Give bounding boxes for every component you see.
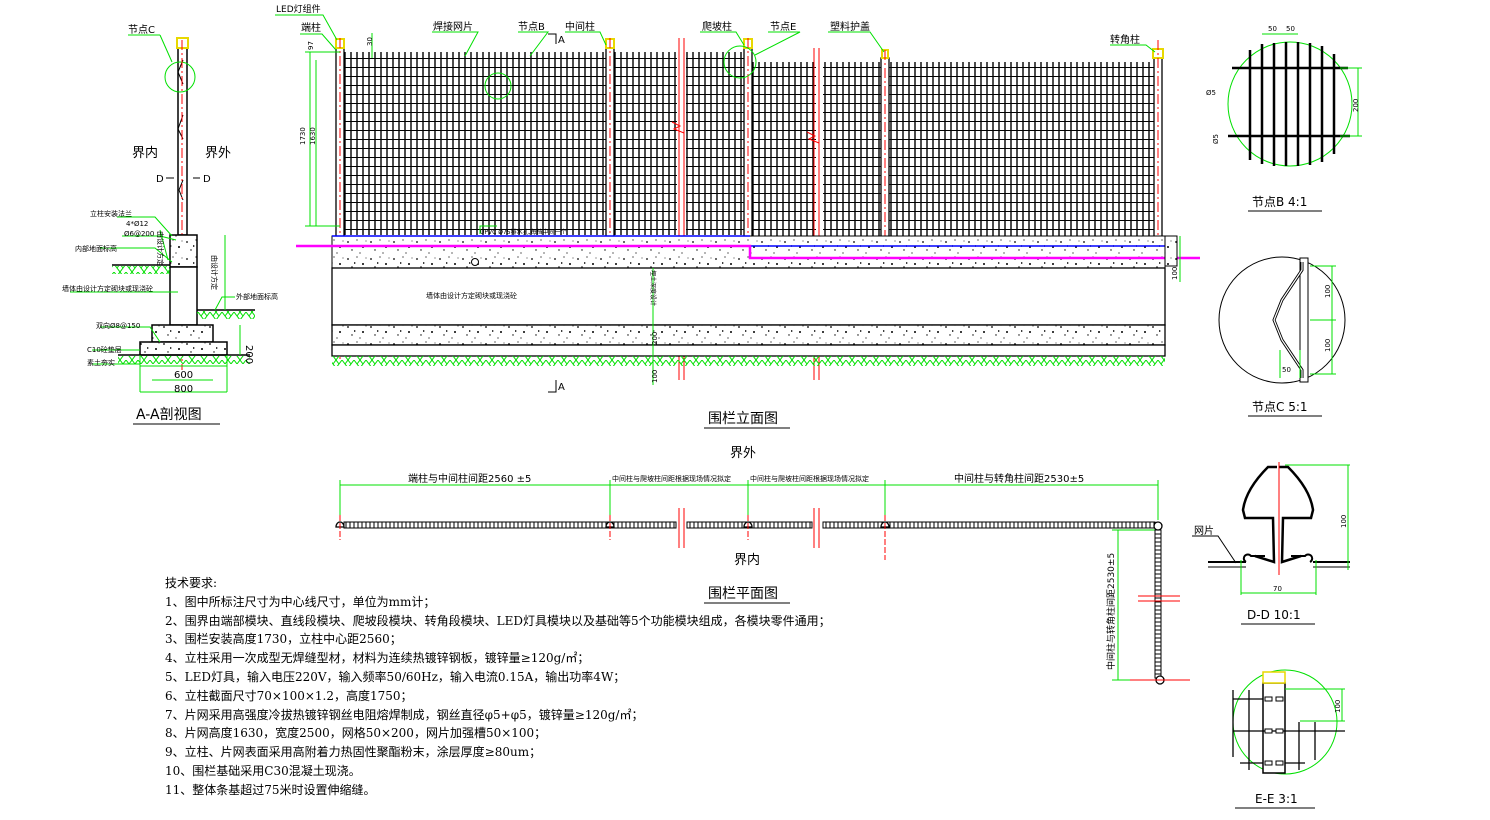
b-dim-d5a: Ø5 bbox=[1206, 89, 1216, 97]
detail-c-title: 节点C 5:1 bbox=[1252, 400, 1308, 414]
note-item: 8、片网高度1630，宽度2500，网格50×200，网片加强槽50×100； bbox=[165, 726, 547, 741]
dim-97: 97 bbox=[307, 41, 315, 50]
detail-ee-title: E-E 3:1 bbox=[1255, 792, 1298, 806]
detail-dd-title: D-D 10:1 bbox=[1247, 608, 1301, 622]
detail-b-title: 节点B 4:1 bbox=[1252, 195, 1307, 209]
plan-dim-middle-corner: 中间柱与转角柱间距2530±5 bbox=[954, 472, 1084, 485]
cut-mark-right: D bbox=[203, 174, 211, 185]
dd-dim-70: 70 bbox=[1273, 585, 1282, 593]
wall-label-elev: 墙体由设计方定砌块或现浇砼 bbox=[426, 291, 517, 300]
dim-100-right: 100 bbox=[1171, 267, 1179, 280]
note-item: 5、LED灯具，输入电压220V，输入频率50/60Hz，输入电流0.15A，输… bbox=[165, 669, 626, 684]
c10-cushion-label: C10砼垫层 bbox=[87, 345, 122, 354]
note-item: 4、立柱采用一次成型无焊缝型材，材料为连续热镀锌钢板，镀锌量≥120g/㎡； bbox=[165, 651, 590, 666]
dim-600: 600 bbox=[174, 370, 193, 381]
bidirectional-rebar-label: 双向Ø8@150 bbox=[96, 321, 140, 330]
outside-label: 界外 bbox=[205, 146, 231, 161]
plan-title: 围栏平面图 bbox=[708, 586, 778, 602]
compacted-soil-label: 素土夯实 bbox=[87, 358, 115, 367]
drain-hole-icon bbox=[471, 258, 479, 266]
dim-1630: 1630 bbox=[309, 127, 317, 145]
node-c-label: 节点C bbox=[128, 24, 155, 36]
technical-requirements: 技术要求: 1、图中所标注尺寸为中心线尺寸，单位为mm计； 2、围界由端部模块、… bbox=[165, 574, 831, 800]
note-item: 7、片网采用高强度冷拔热镀锌钢丝电阻熔焊制成，钢丝直径φ5+φ5，镀锌量≥120… bbox=[165, 707, 644, 722]
corner-post-label: 转角柱 bbox=[1110, 33, 1140, 46]
b-dim-200: 200 bbox=[1352, 99, 1360, 112]
note-item: 3、围栏安装高度1730，立柱中心距2560； bbox=[165, 632, 402, 647]
notes-heading: 技术要求: bbox=[165, 576, 218, 590]
mesh-panel bbox=[343, 52, 677, 235]
design-label-1: 由设计方定 bbox=[156, 231, 165, 266]
plan-dim-middle-slope-2: 中间柱与爬坡柱间距根据现场情况拟定 bbox=[750, 474, 869, 483]
detail-node-c: 100 100 50 节点C 5:1 bbox=[1218, 256, 1346, 417]
dim-100-elev: 100 bbox=[651, 370, 659, 383]
middle-post-label: 中间柱 bbox=[565, 20, 595, 33]
plan-inside-label: 界内 bbox=[734, 552, 760, 568]
inner-ground-label: 内部地面标高 bbox=[75, 244, 117, 253]
dim-30: 30 bbox=[366, 37, 374, 46]
b-dim-d5b: Ø5 bbox=[1212, 134, 1220, 144]
b-dim-50a: 50 bbox=[1268, 25, 1277, 33]
outer-ground-label: 外部地面标高 bbox=[236, 292, 278, 301]
note-item: 2、围界由端部模块、直线段模块、爬坡段模块、转角段模块、LED灯具模块以及基础等… bbox=[165, 613, 831, 628]
section-aa: 节点C 界内 界外 D D 立柱安装法兰 4*Ø12 Ø6@200 内部地面标高… bbox=[62, 24, 278, 425]
plan-view: 界外 界内 端柱与中间柱间距2560 ±5 bbox=[335, 446, 1190, 685]
dd-dim-100: 100 bbox=[1340, 515, 1348, 528]
plastic-cap-label: 塑料护盖 bbox=[830, 20, 870, 33]
elevation-title: 围栏立面图 bbox=[708, 411, 778, 427]
end-post-label: 端柱 bbox=[301, 21, 321, 34]
plan-dim-end-middle: 端柱与中间柱间距2560 ±5 bbox=[408, 472, 531, 485]
wall-label: 墙体由设计方定砌块或现浇砼 bbox=[62, 284, 153, 293]
note-item: 10、围栏基础采用C30混凝土现浇。 bbox=[165, 763, 361, 778]
slope-post-label: 爬坡柱 bbox=[702, 20, 732, 33]
node-b-label: 节点B bbox=[518, 21, 545, 33]
dim-200: 200 bbox=[243, 345, 254, 364]
note-item: 9、立柱、片网表面采用高附着力热固性聚酯粉末，涂层厚度≥80um； bbox=[165, 745, 542, 760]
plan-dim-middle-slope-1: 中间柱与爬坡柱间距根据现场情况拟定 bbox=[612, 474, 731, 483]
design-label-2: 由设计方定 bbox=[210, 255, 219, 290]
mesh-panel bbox=[823, 62, 1157, 245]
dim-1730: 1730 bbox=[299, 127, 307, 145]
detail-node-b: 50 50 Ø5 Ø5 200 节点B 4:1 bbox=[1206, 25, 1362, 212]
welded-mesh-label: 焊接网片 bbox=[433, 20, 473, 33]
plan-outside-label: 界外 bbox=[730, 446, 756, 461]
detail-ee: 100 E-E 3:1 bbox=[1232, 669, 1345, 809]
node-c-marker bbox=[164, 61, 196, 93]
note-item: 1、图中所标注尺寸为中心线尺寸，单位为mm计； bbox=[165, 594, 436, 609]
plan-dim-vertical: 中间柱与转角柱间距2530±5 bbox=[1105, 553, 1117, 670]
node-e-label: 节点E bbox=[770, 21, 796, 33]
dim-800: 800 bbox=[174, 384, 193, 395]
mesh-panel bbox=[752, 62, 816, 245]
b-dim-50b: 50 bbox=[1286, 25, 1295, 33]
note-item: 11、整体条基超过75米时设置伸缩缝。 bbox=[165, 782, 376, 797]
led-component-label: LED灯组件 bbox=[276, 3, 321, 15]
mesh-label: 网片 bbox=[1194, 524, 1214, 537]
cut-mark-left: D bbox=[156, 174, 164, 185]
note-item: 6、立柱截面尺寸70×100×1.2，高度1750； bbox=[165, 688, 413, 703]
mesh-panel bbox=[686, 52, 746, 235]
dim-200-elev: 200 bbox=[651, 332, 659, 345]
bolt-label: 4*Ø12 bbox=[126, 220, 148, 228]
flange-label: 立柱安装法兰 bbox=[90, 209, 132, 218]
inside-label: 界内 bbox=[132, 145, 158, 161]
section-mark-bottom: A bbox=[558, 382, 565, 393]
detail-dd: 网片 100 70 D-D 10:1 bbox=[1192, 462, 1350, 625]
rebar-label: Ø6@200 bbox=[124, 230, 154, 238]
section-aa-title: A-A剖视图 bbox=[136, 407, 202, 423]
c-dim-50: 50 bbox=[1282, 366, 1291, 374]
c-dim-100a: 100 bbox=[1324, 285, 1332, 298]
elevation-view: LED灯组件 端柱 焊接网片 节点B 中间柱 爬坡柱 节点E 塑料护盖 转角柱 … bbox=[275, 3, 1200, 429]
c-dim-100b: 100 bbox=[1324, 339, 1332, 352]
drain-label: UPVC Ø75排水孔,每档中间一个 bbox=[480, 228, 566, 236]
ee-dim-100: 100 bbox=[1334, 700, 1342, 713]
depth-label: 埋土深度设计 bbox=[649, 270, 657, 306]
section-mark-top: A bbox=[558, 35, 565, 46]
